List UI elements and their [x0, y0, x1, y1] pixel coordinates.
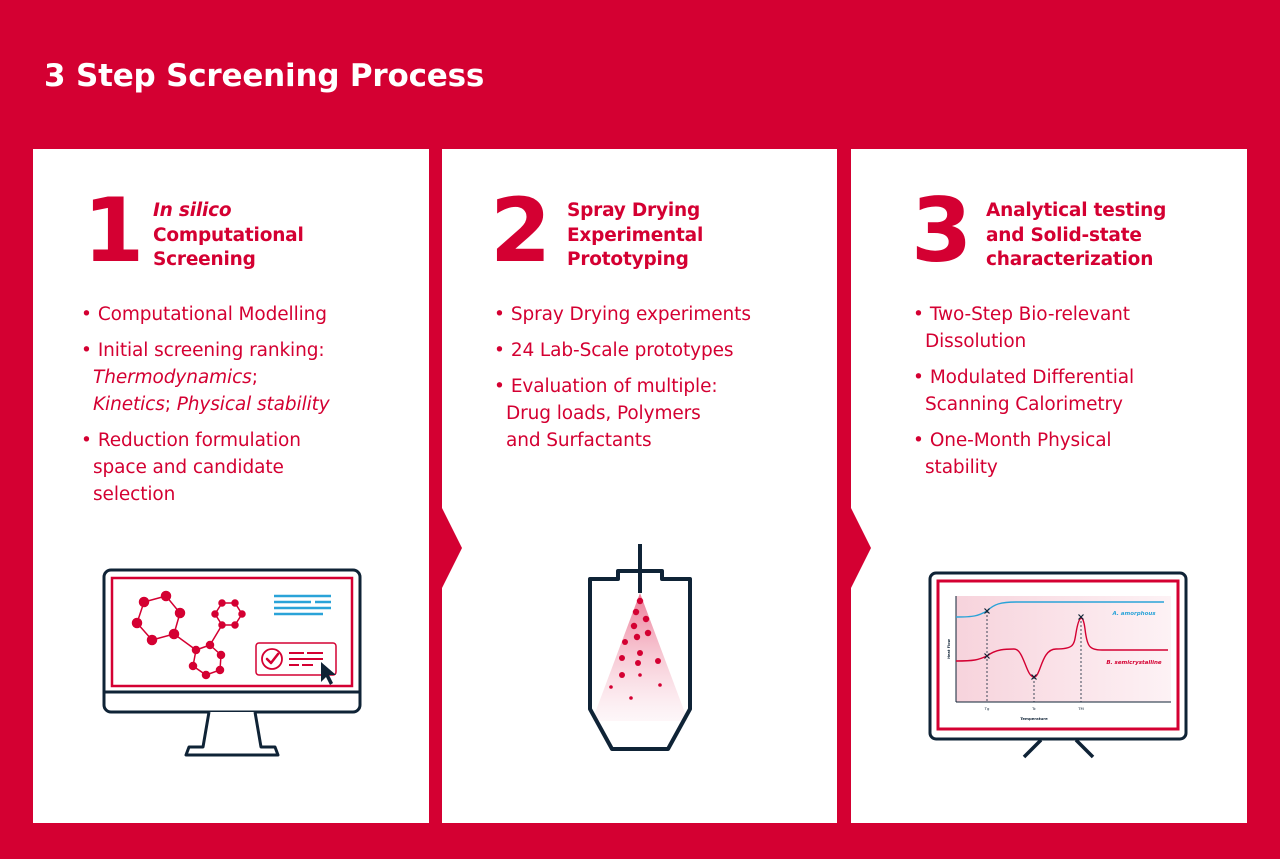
tv-monitor-dsc-chart-icon: A. amorphous B. semicrystalline Heat Flo…	[928, 571, 1188, 759]
bullet-text: Initial screening ranking:	[97, 340, 325, 361]
bullet-item: •Evaluation of multiple: Drug loads, Pol…	[494, 373, 751, 454]
step-heading-line: characterization	[986, 249, 1154, 270]
tv-screen	[936, 579, 1180, 731]
bullet-dot: •	[494, 304, 505, 325]
bullet-dot: •	[494, 376, 505, 397]
bullet-dot: •	[913, 430, 924, 451]
bullet-dot: •	[494, 340, 505, 361]
bullet-text: space and candidate	[93, 457, 284, 478]
bullet-list: •Spray Drying experiments •24 Lab-Scale …	[494, 301, 751, 463]
step-number: 2	[490, 179, 551, 282]
tv-leg-right	[1074, 738, 1095, 759]
page-title: 3 Step Screening Process	[44, 58, 485, 94]
step-heading-line: and Solid-state	[986, 224, 1142, 246]
step-heading-line: Prototyping	[567, 249, 689, 270]
tick-label-tg: Tg	[984, 706, 990, 711]
chart-y-label: Heat Flow	[947, 638, 951, 659]
step-number: 3	[911, 179, 972, 282]
bullet-text: 24 Lab-Scale prototypes	[510, 340, 734, 361]
bullet-item: •24 Lab-Scale prototypes	[494, 337, 751, 364]
text-lines-icon	[274, 594, 331, 616]
step-heading: Spray Drying Experimental Prototyping	[567, 199, 703, 273]
step-heading-line: Screening	[153, 249, 256, 270]
tick-label-tc: Tc	[1031, 706, 1036, 711]
step-panel-1: 1 In silico Computational Screening •Com…	[33, 149, 429, 823]
step-heading-italic: In silico	[153, 200, 232, 221]
step-arrow-icon	[837, 500, 871, 600]
bullet-term: Thermodynamics	[93, 367, 252, 388]
step-heading-line: Analytical testing	[986, 200, 1167, 221]
tv-leg-left	[1022, 738, 1043, 759]
bullet-text: Evaluation of multiple:	[510, 376, 718, 397]
bullet-text: Modulated Differential	[929, 367, 1135, 388]
bullet-item: •Computational Modelling	[81, 301, 330, 328]
step-number: 1	[83, 179, 144, 282]
step-arrow-icon	[429, 500, 462, 600]
bullet-text: Computational Modelling	[97, 304, 327, 325]
bullet-text: Dissolution	[925, 331, 1027, 352]
molecule-icon	[131, 590, 246, 680]
bullet-item: •Modulated Differential Scanning Calorim…	[913, 364, 1134, 418]
bullet-text: stability	[925, 457, 998, 478]
bullet-item: •Reduction formulation space and candida…	[81, 427, 330, 508]
computer-monitor-molecules-icon	[102, 568, 362, 757]
card-text-lines	[289, 652, 323, 666]
series-a-label: A. amorphous	[1111, 611, 1156, 617]
check-icon	[265, 652, 280, 665]
bullet-dot: •	[913, 304, 924, 325]
step-panel-3: 3 Analytical testing and Solid-state cha…	[851, 149, 1247, 823]
bullet-text: Two-Step Bio-relevant	[929, 304, 1130, 325]
chart-markers	[984, 608, 1084, 680]
bullet-dot: •	[81, 430, 92, 451]
bullet-term: Physical stability	[176, 394, 330, 415]
step-heading-line: Spray Drying	[567, 200, 700, 221]
step-heading: In silico Computational Screening	[153, 199, 304, 273]
monitor-screen	[110, 576, 354, 688]
series-b-line	[955, 617, 1168, 678]
bullet-item: •Initial screening ranking: Thermodynami…	[81, 337, 330, 418]
bullet-text: Scanning Calorimetry	[925, 394, 1123, 415]
bullet-text: selection	[93, 484, 176, 505]
bullet-item: •One-Month Physical stability	[913, 427, 1134, 481]
chamber-outline	[588, 569, 692, 751]
step-heading-line: Experimental	[567, 224, 704, 246]
check-circle-icon	[261, 648, 283, 670]
bullet-item: •Two-Step Bio-relevant Dissolution	[913, 301, 1134, 355]
series-b-label: B. semicrystalline	[1106, 660, 1162, 666]
bullet-dot: •	[913, 367, 924, 388]
bullet-dot: •	[81, 304, 92, 325]
step-panel-2: 2 Spray Drying Experimental Prototyping …	[442, 149, 837, 823]
mouse-cursor-icon	[321, 662, 336, 685]
bullet-term: Kinetics	[93, 394, 165, 415]
bullet-item: •Spray Drying experiments	[494, 301, 751, 328]
spray-dryer-chamber-icon	[588, 544, 692, 751]
bullet-separator: ;	[164, 394, 177, 415]
bullet-text: and Surfactants	[506, 430, 652, 451]
bullet-text: Spray Drying experiments	[510, 304, 751, 325]
bullet-dot: •	[81, 340, 92, 361]
bullet-separator: ;	[251, 367, 258, 388]
bullet-list: •Two-Step Bio-relevant Dissolution •Modu…	[913, 301, 1134, 490]
droplets	[609, 597, 662, 700]
bullet-text: Reduction formulation	[97, 430, 301, 451]
monitor-stand	[184, 711, 280, 757]
bullet-list: •Computational Modelling •Initial screen…	[81, 301, 330, 517]
bullet-text: One-Month Physical	[929, 430, 1112, 451]
tick-label-tm: TM	[1077, 706, 1084, 711]
step-heading-line: Computational	[153, 224, 304, 246]
spray-cone	[592, 593, 688, 721]
bullet-text: Drug loads, Polymers	[506, 403, 701, 424]
step-heading: Analytical testing and Solid-state chara…	[986, 199, 1166, 273]
chart-x-label: Temperature	[1020, 716, 1048, 721]
